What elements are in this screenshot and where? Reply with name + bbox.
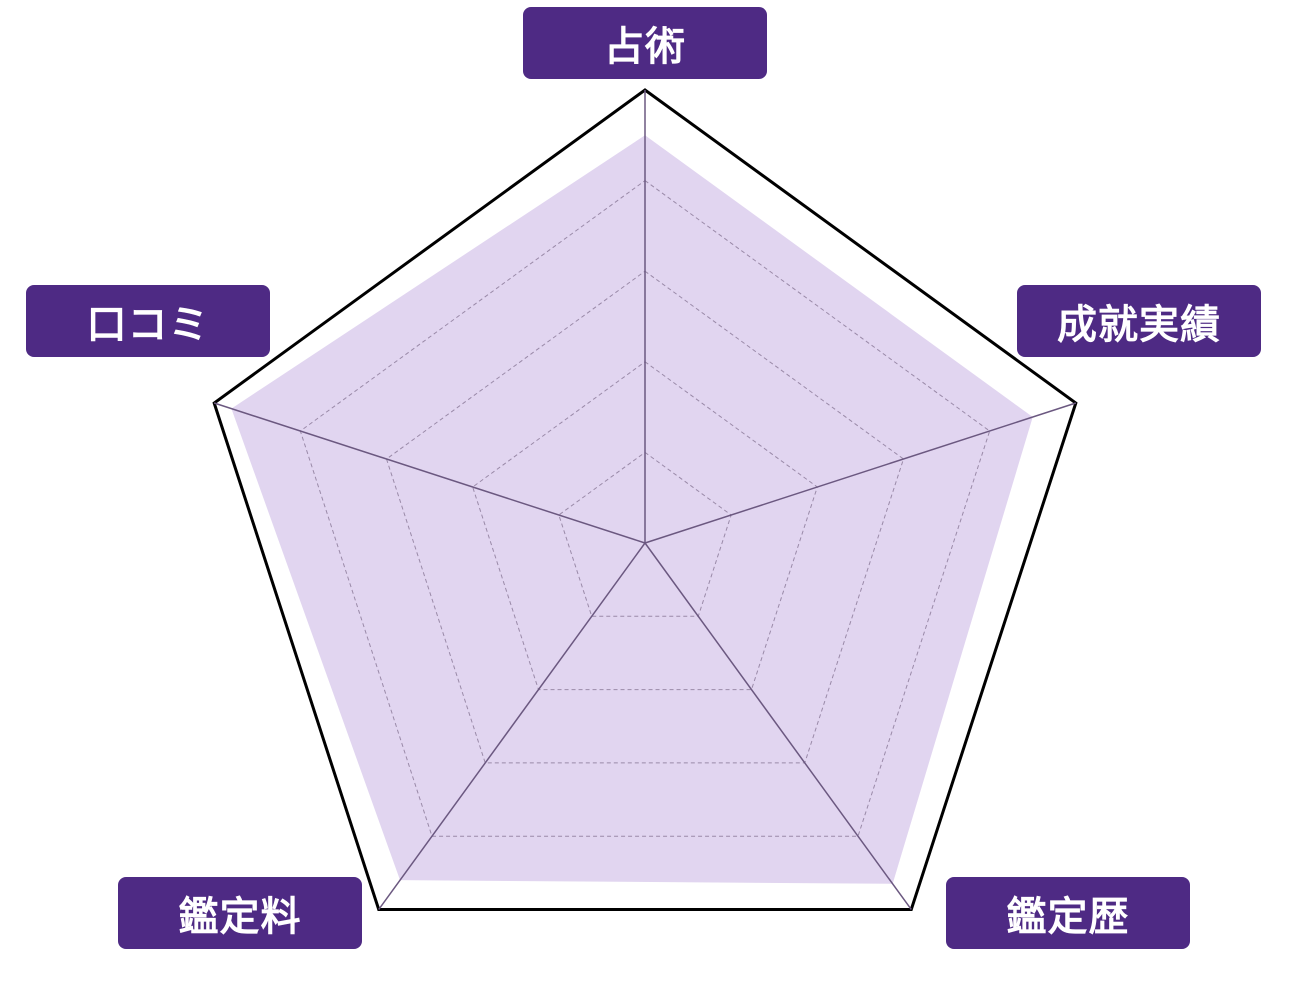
outer-ring	[212, 88, 1078, 911]
axis-line-2	[644, 542, 912, 910]
grid-ring-4	[299, 179, 991, 837]
axis-label-3: 鑑定料	[118, 877, 362, 949]
grid-ring-1	[558, 451, 732, 617]
grid-ring-3	[385, 270, 905, 764]
axis-label-4: 口コミ	[26, 285, 270, 357]
axis-line-3	[378, 542, 646, 910]
axis-label-0: 占術	[523, 7, 767, 79]
grid-ring-2	[472, 361, 818, 691]
data-area	[231, 135, 1033, 884]
axis-line-1	[644, 402, 1077, 544]
axis-line-4	[213, 402, 646, 544]
axis-label-2: 鑑定歴	[946, 877, 1190, 949]
axis-label-1: 成就実績	[1017, 285, 1261, 357]
